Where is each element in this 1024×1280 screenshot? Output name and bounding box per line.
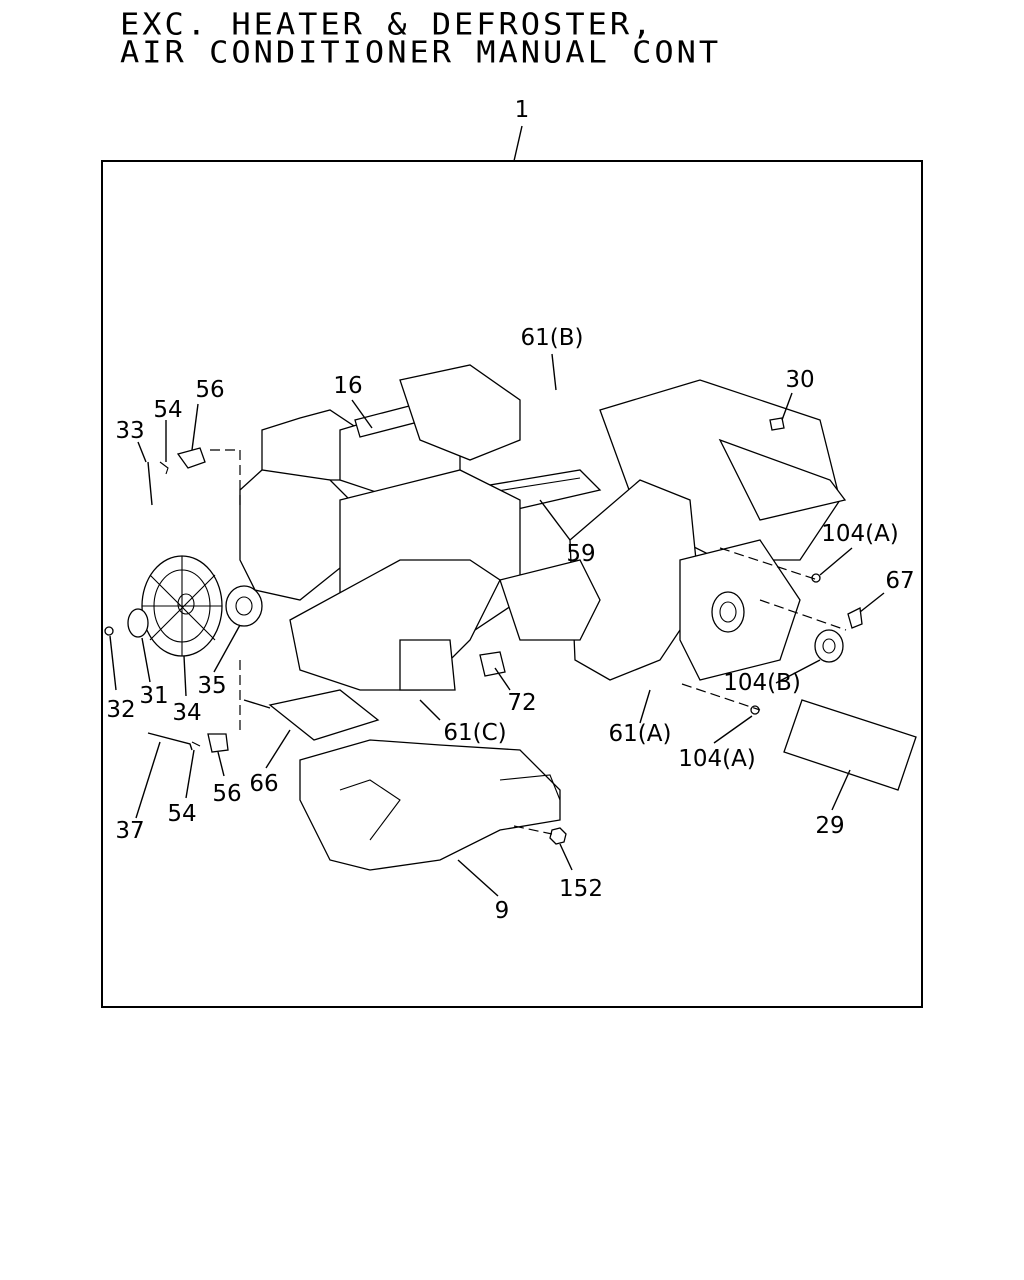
filter-plate <box>268 689 380 741</box>
assembly-frame <box>101 160 923 1008</box>
callout-29: 29 <box>815 813 844 839</box>
nut-152 <box>549 827 567 845</box>
callout-72: 72 <box>507 690 536 716</box>
callout-61b: 61(B) <box>521 325 584 351</box>
foam-pad-29 <box>783 699 917 791</box>
blower-motor <box>225 585 263 627</box>
callout-66: 66 <box>249 771 278 797</box>
callout-35: 35 <box>197 673 226 699</box>
callout-9: 9 <box>495 898 510 924</box>
bracket-56-upper <box>176 447 206 469</box>
callout-56-lower: 56 <box>212 781 241 807</box>
callout-56-upper: 56 <box>195 377 224 403</box>
callout-31: 31 <box>139 683 168 709</box>
bracket-56-lower <box>207 733 229 753</box>
blower-wheel <box>141 555 223 657</box>
callout-33: 33 <box>115 418 144 444</box>
callout-104a-lower: 104(A) <box>678 746 756 772</box>
callout-54-upper: 54 <box>153 397 182 423</box>
clip-54-upper <box>159 461 169 475</box>
callout-1: 1 <box>515 97 530 123</box>
screw-32 <box>104 626 114 636</box>
screw-30 <box>769 417 785 431</box>
resistor-104b <box>814 629 844 663</box>
title-line-1: EXC. HEATER & DEFROSTER, <box>120 5 655 43</box>
callout-104a-upper: 104(A) <box>821 521 899 547</box>
connector-67 <box>847 607 863 629</box>
callout-104b: 104(B) <box>723 670 801 696</box>
callout-37: 37 <box>115 818 144 844</box>
lever-33 <box>147 461 153 506</box>
bracket-72 <box>479 651 506 677</box>
heater-unit-housing <box>239 364 847 691</box>
clip-54-lower <box>191 741 201 747</box>
title-line-2: AIR CONDITIONER MANUAL CONT <box>120 33 722 71</box>
callout-67: 67 <box>885 568 914 594</box>
callout-152: 152 <box>559 876 603 902</box>
lower-case <box>299 739 561 871</box>
callout-61c: 61(C) <box>443 720 506 746</box>
lever-37 <box>147 732 193 751</box>
callout-32: 32 <box>106 697 135 723</box>
callout-16: 16 <box>333 373 362 399</box>
callout-61a: 61(A) <box>609 721 672 747</box>
callout-59: 59 <box>566 541 595 567</box>
callout-34: 34 <box>172 700 201 726</box>
fan-disc <box>127 608 149 638</box>
leader-lines <box>109 353 885 897</box>
leader-1 <box>513 125 523 162</box>
pin-104a-lower <box>750 705 760 715</box>
callout-54-lower: 54 <box>167 801 196 827</box>
callout-30: 30 <box>785 367 814 393</box>
